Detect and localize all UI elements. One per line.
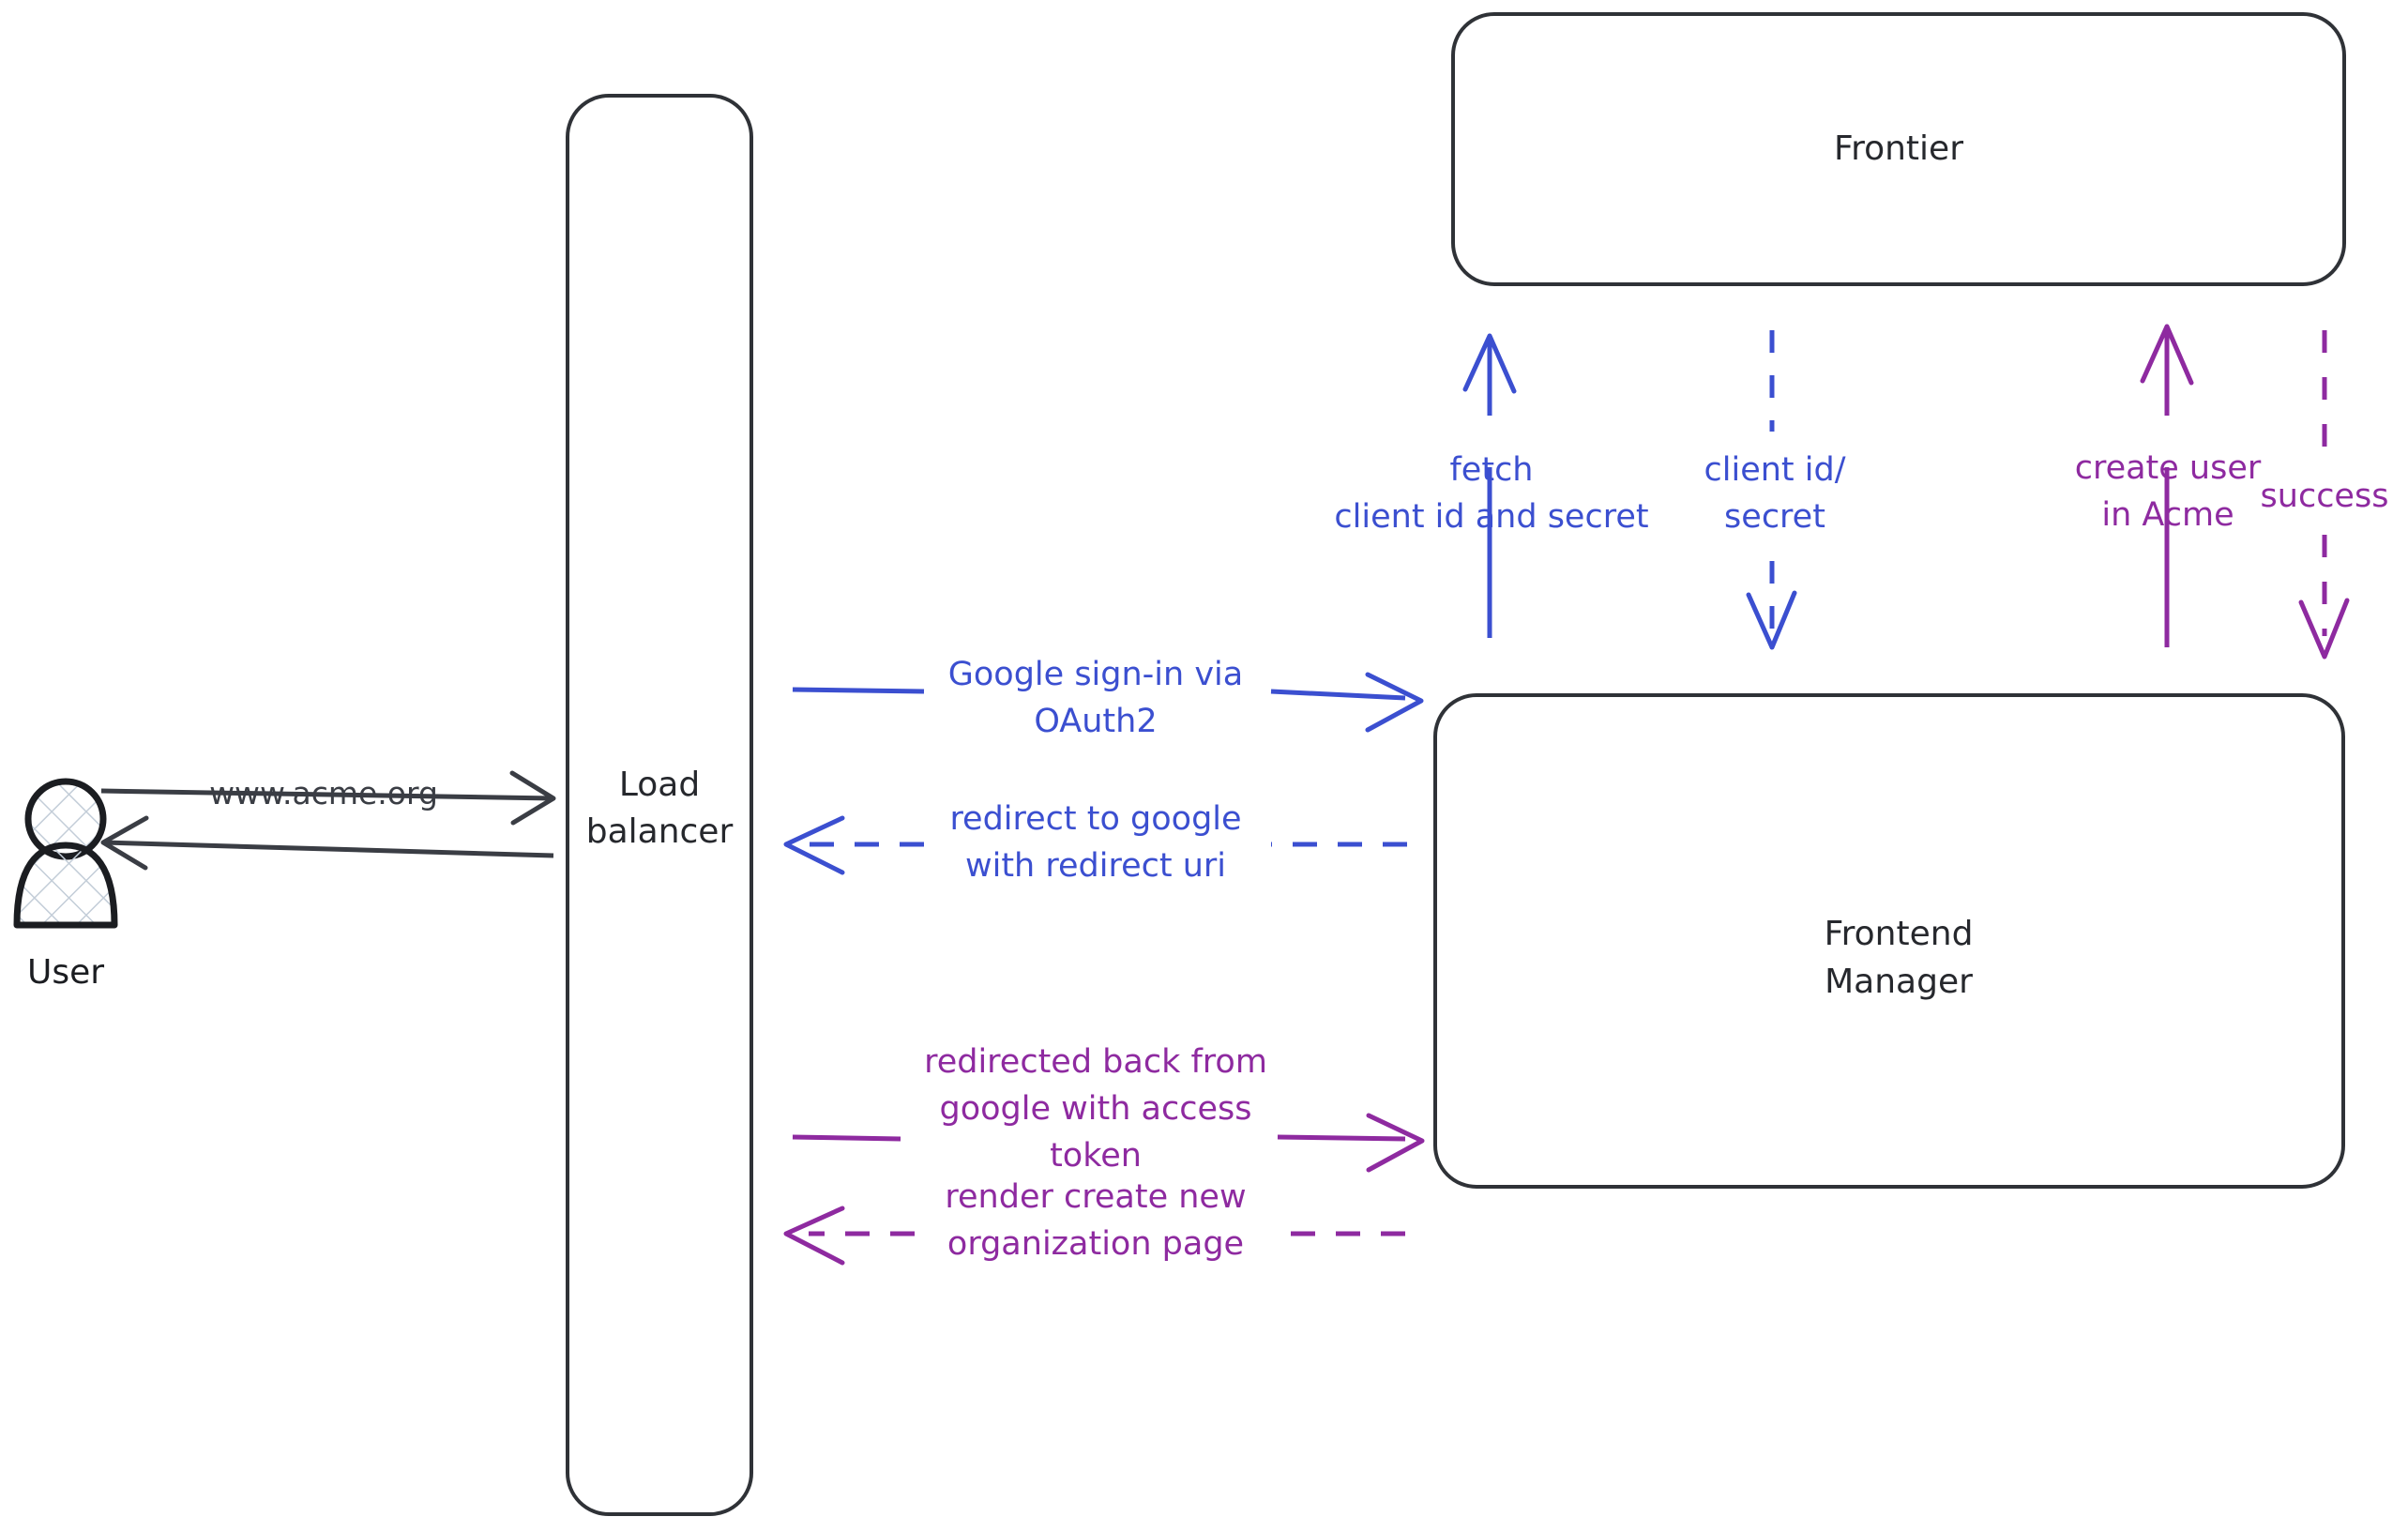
edge-fm-to-lb-render-label-line2: organization page <box>947 1225 1244 1263</box>
edge-lb-to-fm-signin-line-left <box>792 687 925 694</box>
frontend-manager-label-line2: Manager <box>1825 963 1973 1001</box>
edge-lb-to-fm-token-line-left <box>792 1134 901 1142</box>
edge-frontier-to-fm-creds-label-line1: client id/ <box>1704 451 1846 489</box>
edge-fm-to-frontier-create-label-line2: in Acme <box>2101 496 2234 534</box>
edge-frontier-to-fm-creds-arrowhead <box>1746 590 1797 650</box>
edge-lb-to-fm-signin-label-line1: Google sign-in via <box>948 656 1243 693</box>
edge-user-to-lb-label: www.acme.org <box>209 775 438 812</box>
edge-fm-to-frontier-create-label-line1: create user <box>2075 449 2262 487</box>
edge-frontier-to-fm-success-label: success <box>2261 478 2389 515</box>
edge-fm-to-lb-render-arrowhead <box>783 1206 845 1266</box>
edge-lb-to-fm-token-line-right <box>1277 1134 1406 1142</box>
frontend-manager-label-line1: Frontend <box>1825 915 1974 953</box>
edge-lb-to-user-arrowhead <box>100 815 149 871</box>
edge-fm-to-frontier-fetch: fetch client id and secret <box>1334 333 1649 638</box>
edge-fm-to-lb-redirect-arrowhead <box>783 815 845 875</box>
frontier-box[interactable] <box>1451 12 2346 286</box>
edge-fm-to-frontier-create: create user in Acme <box>2075 324 2262 647</box>
edge-lb-to-fm-signin-line-right <box>1270 689 1406 701</box>
edge-fm-to-frontier-create-arrowhead <box>2140 324 2194 386</box>
edge-frontier-to-fm-success-arrowhead <box>2298 598 2350 660</box>
edge-lb-to-fm-token-label-line2: google with access <box>940 1090 1252 1128</box>
edge-lb-to-fm-token-arrowhead <box>1366 1113 1425 1173</box>
node-load-balancer[interactable]: Load balancer <box>566 94 753 1516</box>
edge-fm-to-lb-render-label-line1: render create new <box>945 1178 1246 1216</box>
load-balancer-label-line2: balancer <box>586 812 734 851</box>
edge-fm-to-frontier-fetch-label-line1: fetch <box>1449 451 1533 489</box>
edge-frontier-to-fm-success: success <box>2261 330 2389 660</box>
edge-lb-to-user-line <box>102 840 554 858</box>
frontier-label: Frontier <box>1834 129 1963 168</box>
edge-lb-to-fm-token-label-line3: token <box>1050 1137 1142 1175</box>
edge-lb-to-fm-token-label-line1: redirected back from <box>924 1043 1267 1081</box>
person-icon-body <box>13 842 118 929</box>
actor-user-caption: User <box>27 953 104 992</box>
edge-fm-to-lb-redirect-label-line2: with redirect uri <box>965 847 1226 885</box>
edge-fm-to-frontier-fetch-arrowhead <box>1462 333 1517 394</box>
edge-frontier-to-fm-creds-label-line2: secret <box>1724 498 1825 536</box>
load-balancer-label-line1: Load <box>619 766 700 804</box>
edge-fm-to-lb-render: render create new organization page <box>783 1178 1405 1266</box>
edge-fm-to-lb-redirect-label-line1: redirect to google <box>949 800 1241 838</box>
edge-lb-to-fm-token: redirected back from google with access … <box>792 1043 1425 1175</box>
edge-lb-to-user <box>100 815 554 871</box>
edge-lb-to-fm-signin-label-line2: OAuth2 <box>1034 703 1157 740</box>
frontend-manager-box[interactable] <box>1433 693 2345 1189</box>
edge-fm-to-lb-redirect: redirect to google with redirect uri <box>783 800 1407 885</box>
node-frontend-manager[interactable]: Frontend Manager <box>1433 693 2345 1189</box>
edge-lb-to-fm-signin-arrowhead <box>1365 672 1424 733</box>
actor-user: User <box>13 778 118 992</box>
load-balancer-box[interactable] <box>566 94 753 1516</box>
edge-user-to-lb-arrowhead <box>509 770 556 826</box>
node-frontier[interactable]: Frontier <box>1451 12 2346 286</box>
edge-frontier-to-fm-creds: client id/ secret <box>1704 330 1846 650</box>
edge-fm-to-frontier-fetch-label-line2: client id and secret <box>1334 498 1648 536</box>
edge-lb-to-fm-signin: Google sign-in via OAuth2 <box>792 656 1424 740</box>
edge-user-to-lb-line <box>100 788 554 801</box>
edge-user-to-lb: www.acme.org <box>100 770 556 826</box>
